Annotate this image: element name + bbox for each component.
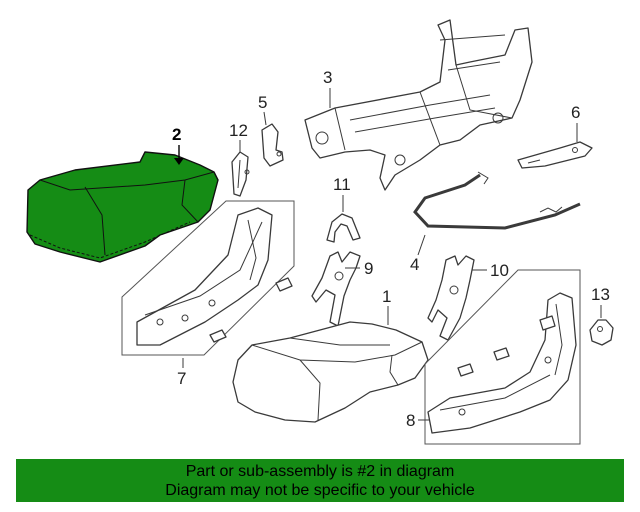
part-2-highlight-fill	[26, 151, 219, 263]
panel-7-group	[121, 200, 295, 356]
callout-13[interactable]: 13	[591, 285, 610, 304]
part-8-shield[interactable]	[427, 292, 577, 434]
panel-8-group	[424, 269, 581, 445]
banner-line-1: Part or sub-assembly is #2 in diagram	[185, 462, 455, 480]
part-11-clip[interactable]	[326, 213, 361, 243]
callout-2[interactable]: 2	[172, 125, 181, 144]
part-2-cushion-pad[interactable]	[26, 151, 219, 263]
part-3-seat-frame[interactable]	[304, 19, 533, 191]
callout-11[interactable]: 11	[333, 175, 351, 194]
part-1-cushion[interactable]	[232, 321, 429, 423]
leader-5	[263, 111, 267, 126]
part-12-trim[interactable]	[231, 151, 250, 197]
callout-4[interactable]: 4	[410, 255, 419, 274]
callout-8[interactable]: 8	[406, 411, 415, 430]
part-5-clip[interactable]	[261, 123, 284, 167]
leader-lines	[174, 88, 602, 421]
info-banner: Part or sub-assembly is #2 in diagram Di…	[16, 459, 624, 502]
part-9-bracket[interactable]	[311, 251, 361, 327]
leader-4	[417, 234, 426, 256]
part-4-wire-rod[interactable]	[413, 171, 581, 230]
callout-9[interactable]: 9	[364, 259, 373, 278]
leader-2-arrowhead	[174, 158, 184, 165]
callout-1[interactable]: 1	[382, 287, 391, 306]
banner-line-2: Diagram may not be specific to your vehi…	[165, 481, 475, 499]
callout-5[interactable]: 5	[258, 93, 267, 112]
callout-10[interactable]: 10	[490, 261, 509, 280]
callout-3[interactable]: 3	[323, 68, 332, 87]
callout-12[interactable]: 12	[229, 121, 248, 140]
callouts: 3 6 5 12 2 11 9 10 4 1 13 7 8	[172, 68, 610, 430]
part-10-bracket[interactable]	[427, 255, 475, 341]
part-7-shield[interactable]	[136, 207, 293, 346]
part-6-bracket[interactable]	[517, 141, 593, 169]
callout-6[interactable]: 6	[571, 103, 580, 122]
callout-7[interactable]: 7	[177, 369, 186, 388]
part-13-cap[interactable]	[589, 319, 614, 346]
